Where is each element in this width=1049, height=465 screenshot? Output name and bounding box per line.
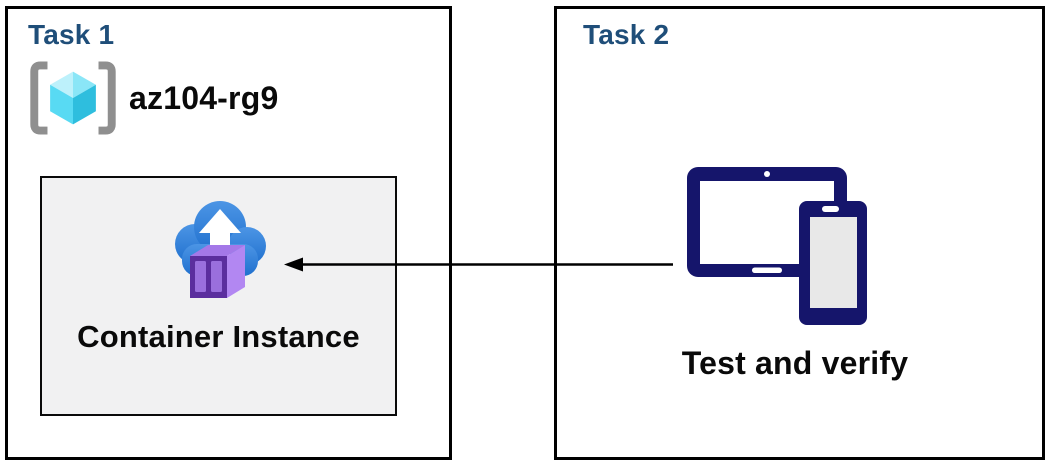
task1-panel: Task 1 az104-rg9 [5, 6, 452, 460]
container-instance-label: Container Instance [77, 319, 360, 354]
container-instance-box: Container Instance [40, 176, 397, 416]
task1-title: Task 1 [28, 19, 115, 50]
test-verify-label: Test and verify [681, 345, 909, 381]
task2-panel: Task 2 Test and verify [554, 6, 1045, 460]
resource-group-icon [30, 61, 116, 135]
task2-title: Task 2 [583, 19, 670, 50]
flow-arrow [284, 257, 673, 272]
resource-group-name: az104-rg9 [129, 79, 279, 116]
resource-group: az104-rg9 [29, 61, 278, 135]
container-instance-icon [175, 201, 266, 298]
tablet-phone-devices-icon [687, 167, 867, 325]
